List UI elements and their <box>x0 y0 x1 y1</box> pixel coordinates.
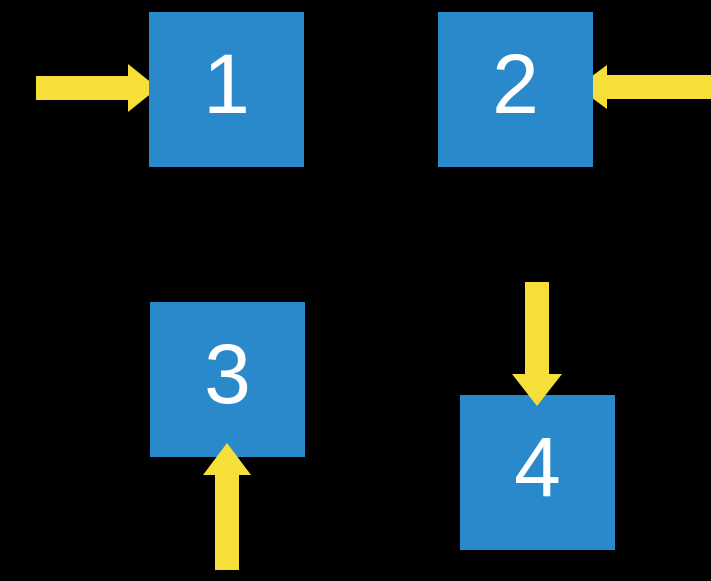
left-arrow-icon <box>577 65 711 109</box>
square-2[interactable]: 2 <box>438 12 593 167</box>
right-arrow-icon <box>36 64 158 112</box>
down-arrow-icon <box>512 282 562 406</box>
square-2-label: 2 <box>492 36 539 131</box>
square-1[interactable]: 1 <box>149 12 304 167</box>
up-arrow-icon <box>203 443 251 570</box>
square-4[interactable]: 4 <box>460 395 615 550</box>
square-3[interactable]: 3 <box>150 302 305 457</box>
square-3-label: 3 <box>204 326 251 421</box>
square-4-label: 4 <box>514 419 561 514</box>
square-1-label: 1 <box>203 36 250 131</box>
